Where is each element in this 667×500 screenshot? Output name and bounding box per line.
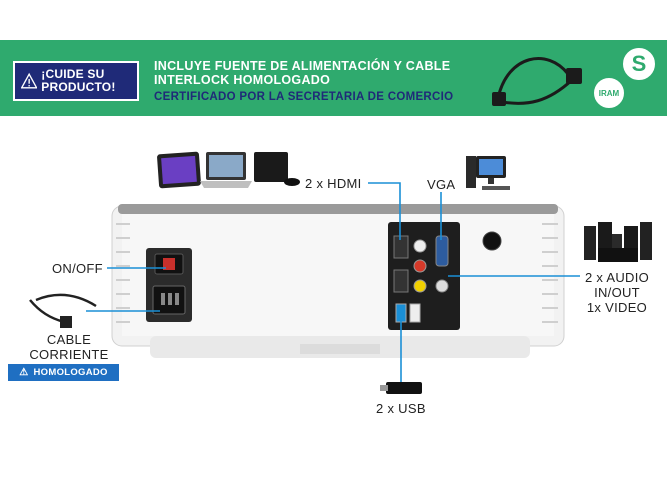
label-hdmi: 2 x HDMI — [305, 176, 362, 191]
label-cable-line2: CORRIENTE — [29, 347, 109, 362]
homologado-text: HOMOLOGADO — [33, 367, 108, 378]
label-cable: CABLE CORRIENTE — [20, 332, 118, 362]
banner-title: INCLUYE FUENTE DE ALIMENTACIÓN Y CABLE I… — [154, 59, 451, 87]
connector-lines — [86, 182, 580, 382]
label-vga: VGA — [427, 177, 456, 192]
power-plug-icon — [29, 293, 97, 328]
label-onoff: ON/OFF — [52, 261, 103, 276]
label-audio-line1: 2 x AUDIO — [584, 270, 650, 285]
label-audio-line3: 1x VIDEO — [586, 300, 648, 315]
desktop-pc-icon — [466, 156, 510, 190]
port-panel — [388, 222, 502, 330]
badge-text: ¡CUIDE SU PRODUCTO! — [41, 67, 116, 94]
usb-stick-icon — [380, 382, 422, 394]
seal-s-icon: S — [621, 46, 657, 82]
homologado-badge: ⚠ HOMOLOGADO — [8, 364, 119, 381]
laptop-icon — [200, 152, 252, 188]
warning-banner: ¡CUIDE SU PRODUCTO! INCLUYE FUENTE DE AL… — [0, 40, 667, 116]
warning-icon — [21, 72, 38, 89]
label-audio: 2 x AUDIO IN/OUT 1x VIDEO — [570, 270, 664, 315]
tablet-icon — [157, 151, 201, 189]
power-module — [146, 248, 192, 322]
label-audio-line2: IN/OUT — [594, 285, 640, 300]
care-badge: ¡CUIDE SU PRODUCTO! — [13, 61, 139, 101]
seal-iram-icon: IRAM — [592, 76, 626, 110]
label-cable-line1: CABLE — [46, 332, 92, 347]
game-console-icon — [254, 152, 300, 186]
label-usb: 2 x USB — [376, 401, 426, 416]
warning-small-icon: ⚠ — [19, 367, 29, 378]
power-cable-icon — [492, 57, 582, 106]
speaker-system-icon — [584, 222, 652, 262]
banner-subtitle: CERTIFICADO POR LA SECRETARIA DE COMERCI… — [154, 91, 454, 103]
